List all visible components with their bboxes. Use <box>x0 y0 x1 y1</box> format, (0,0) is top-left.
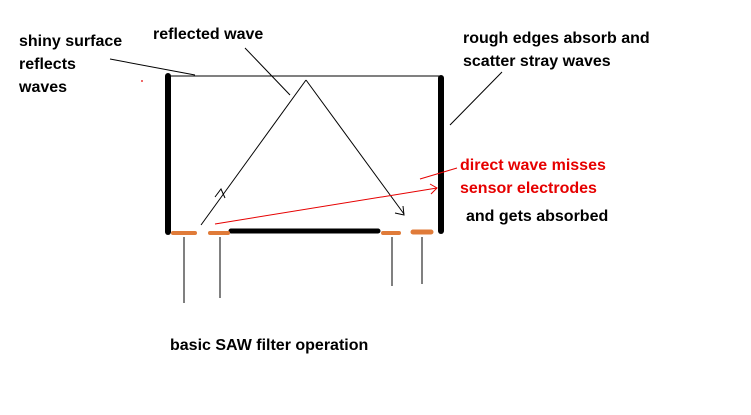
direct-wave-arrowhead <box>429 183 438 195</box>
rough-edges-leader <box>449 71 503 126</box>
reflected-wave-label: reflected wave <box>153 26 264 43</box>
stray-dot <box>141 80 143 82</box>
shiny-surface-label-line-2: reflects <box>19 56 76 73</box>
rough-edges-label-line-2: scatter stray waves <box>463 53 611 70</box>
diagram-caption: basic SAW filter operation <box>170 337 369 354</box>
reflected-wave-up <box>200 79 307 226</box>
rough-edges-label: rough edges absorb and scatter stray wav… <box>463 27 650 73</box>
reflected-wave-down-arrowhead <box>394 205 405 216</box>
reflected-wave-leader <box>244 47 291 96</box>
reflected-wave-up-arrowhead <box>214 188 226 199</box>
direct-wave-line <box>214 187 438 225</box>
direct-wave-pointer <box>419 167 458 180</box>
direct-wave-label: direct wave misses sensor electrodes <box>460 154 606 200</box>
rough-edges-label-line-1: rough edges absorb and <box>463 30 650 47</box>
direct-wave-label-line-2: sensor electrodes <box>460 180 597 197</box>
shiny-surface-label: shiny surface reflects waves <box>19 30 122 99</box>
absorbed-label: and gets absorbed <box>466 208 609 225</box>
shiny-surface-label-line-3: waves <box>19 79 68 96</box>
reflected-wave-down <box>305 79 405 215</box>
shiny-surface-label-line-1: shiny surface <box>19 33 123 50</box>
shiny-surface-leader <box>109 58 196 76</box>
direct-wave-label-line-1: direct wave misses <box>460 157 606 174</box>
